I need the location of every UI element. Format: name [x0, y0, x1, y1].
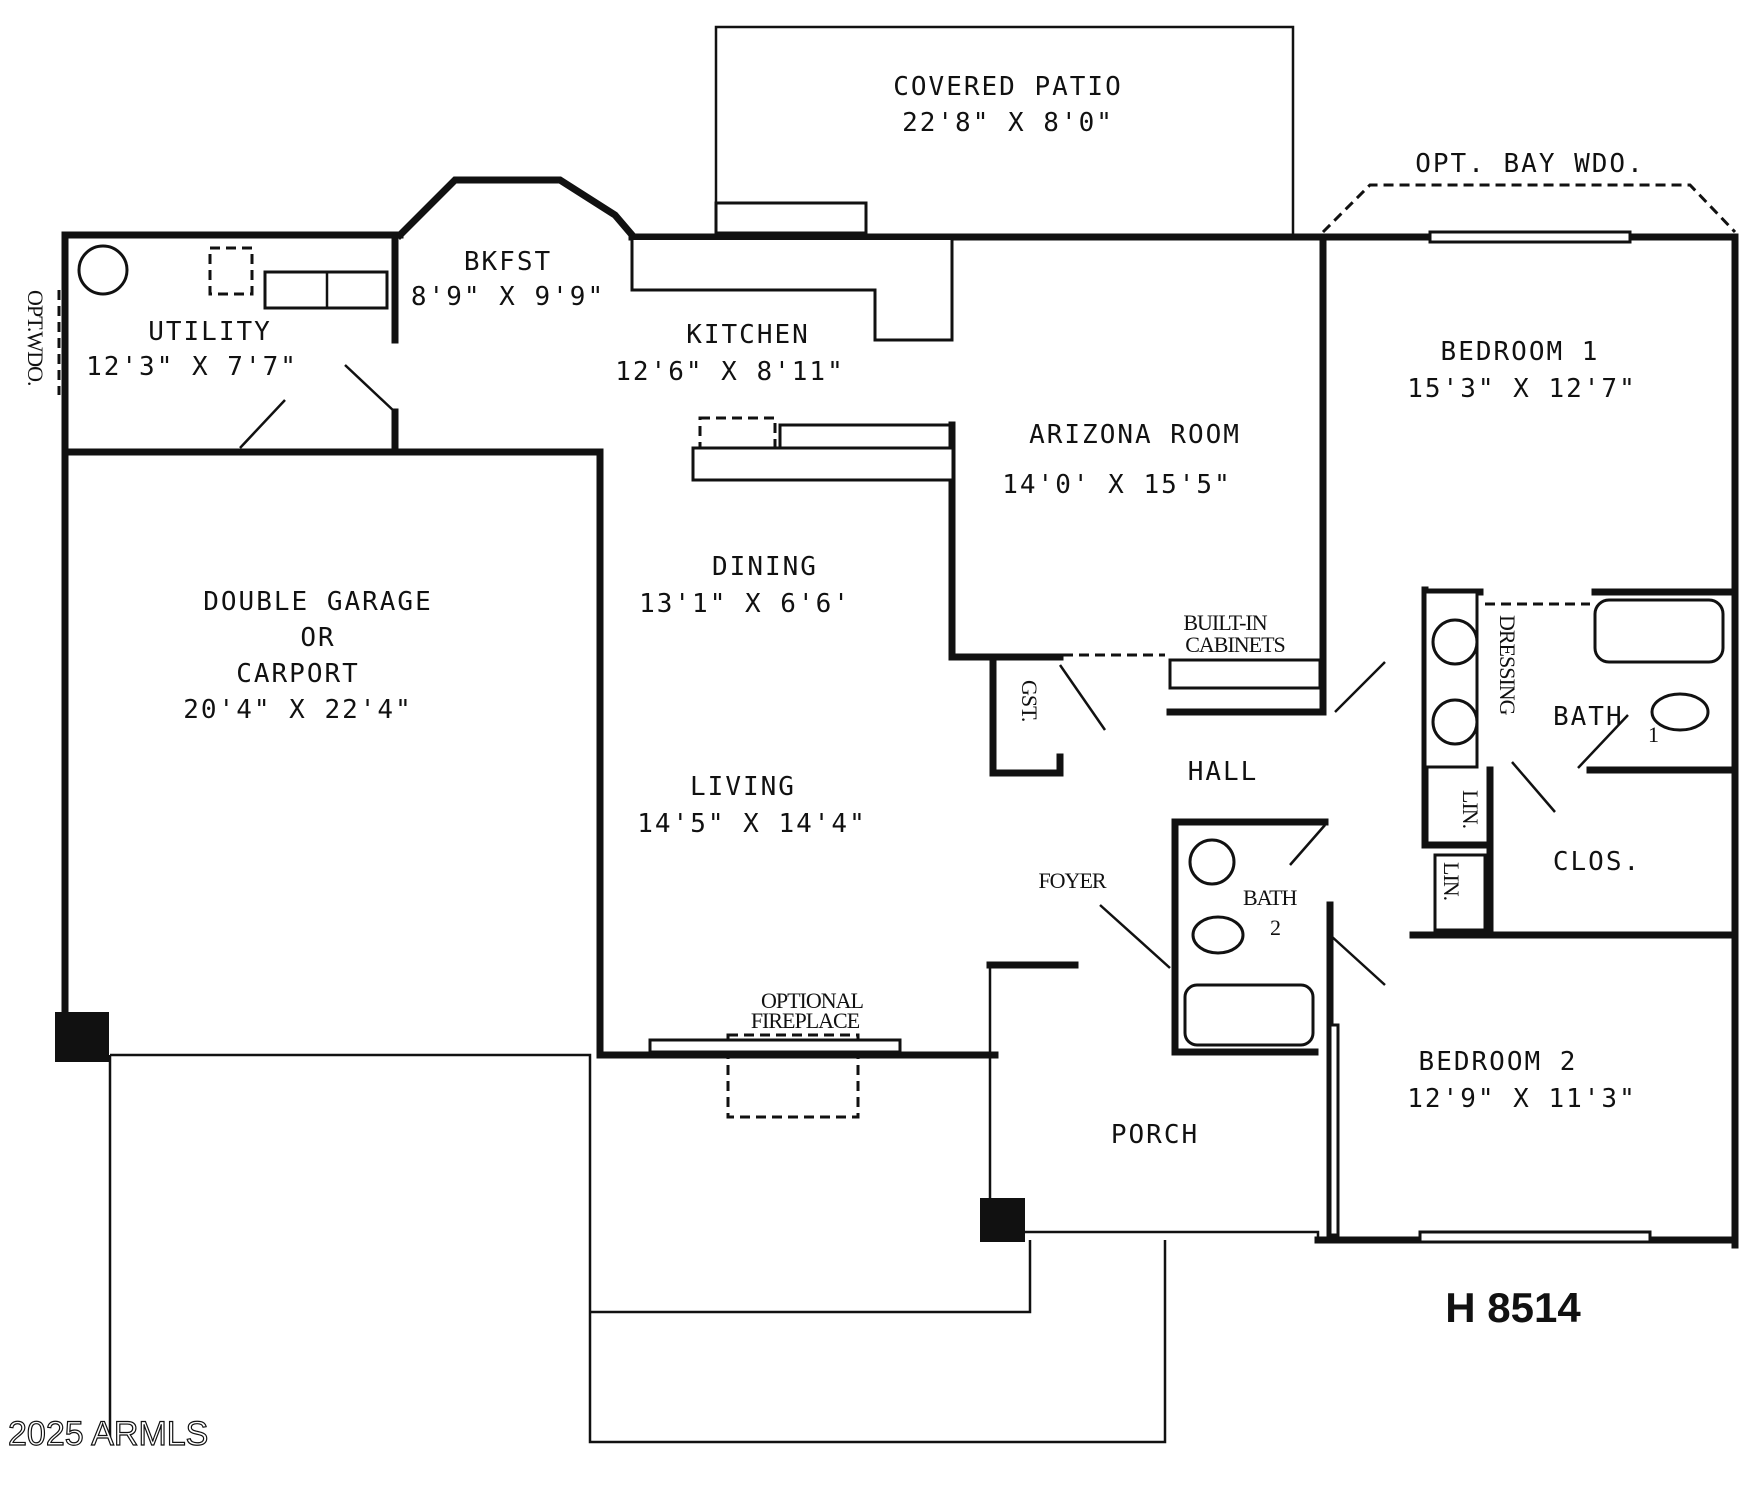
bath2-toilet	[1191, 915, 1245, 955]
covered-patio-label: COVERED PATIO	[893, 72, 1123, 102]
bath2-sink	[1188, 838, 1236, 886]
cabinets-label: CABINETS	[1185, 632, 1285, 657]
kitchen-island	[691, 446, 955, 482]
bath2-label: BATH	[1243, 885, 1298, 910]
bath1-label: BATH	[1553, 702, 1624, 732]
door-swing	[1329, 934, 1386, 986]
bkfst-bay-wall	[395, 176, 637, 240]
bedroom1-label: BEDROOM 1	[1441, 337, 1600, 367]
bath1-sink-a	[1431, 618, 1479, 666]
bedroom1-size: 15'3" X 12'7"	[1407, 374, 1637, 404]
island-upper	[778, 423, 952, 450]
utility-label: UTILITY	[148, 317, 272, 347]
labels: COVERED PATIO 22'8" X 8'0" BKFST 8'9" X …	[7, 72, 1659, 1454]
plan-code: H 8514	[1445, 1284, 1581, 1331]
bedroom1-window	[1428, 230, 1632, 244]
door-swing	[1577, 714, 1629, 769]
bkfst-size: 8'9" X 9'9"	[411, 282, 605, 312]
kitchen-size: 12'6" X 8'11"	[615, 357, 845, 387]
arizona-room-label: ARIZONA ROOM	[1029, 420, 1241, 450]
covered-patio-size: 22'8" X 8'0"	[902, 108, 1114, 138]
living-size: 14'5" X 14'4"	[637, 809, 867, 839]
dining-size: 13'1" X 6'6'	[639, 589, 851, 619]
utility-size: 12'3" X 7'7"	[86, 352, 298, 382]
island-bar	[698, 416, 777, 450]
opt-bay-wdo-label: OPT. BAY WDO.	[1415, 149, 1645, 179]
bath1-sink-b	[1431, 698, 1479, 746]
closet-label: CLOS.	[1553, 847, 1641, 877]
front-walk-inner	[590, 1240, 1032, 1314]
garage-label-line2: OR	[300, 623, 335, 653]
bedroom2-size: 12'9" X 11'3"	[1407, 1084, 1637, 1114]
gst-label: GST.	[1017, 680, 1042, 722]
washer-box	[208, 246, 254, 296]
guest-closet-wall	[989, 659, 1064, 777]
garage-size: 20'4" X 22'4"	[183, 695, 413, 725]
opt-wdo-label: OPT.WDO.	[23, 290, 48, 386]
linen-label-a: LIN.	[1458, 790, 1483, 829]
dining-label: DINING	[712, 552, 818, 582]
bath1-tub	[1593, 598, 1725, 664]
front-window	[648, 1038, 902, 1054]
built-in-label: BUILT-IN	[1183, 610, 1267, 635]
optional-fireplace	[726, 1033, 860, 1119]
kitchen-counter-top	[714, 201, 868, 235]
bath2-number: 2	[1270, 915, 1280, 940]
living-label: LIVING	[690, 772, 796, 802]
bedroom2-window	[1418, 1230, 1652, 1244]
water-heater	[77, 244, 129, 296]
porch-outline	[988, 965, 1320, 1240]
copyright-watermark: 2025 ARMLS	[8, 1415, 208, 1453]
door-swing	[1099, 904, 1171, 969]
bkfst-label: BKFST	[464, 247, 552, 277]
opt-bay-window	[1321, 183, 1737, 234]
bath1-toilet	[1650, 692, 1710, 732]
bedroom2-label: BEDROOM 2	[1419, 1047, 1578, 1077]
garage-post	[55, 1012, 109, 1062]
bath1-number: 1	[1648, 722, 1658, 747]
optional-label: OPTIONAL	[761, 988, 864, 1013]
porch-post	[980, 1198, 1025, 1242]
foyer-label: FOYER	[1038, 868, 1106, 893]
built-in-cabinets	[1168, 658, 1322, 690]
fixtures	[57, 183, 1737, 1244]
porch-label: PORCH	[1111, 1120, 1199, 1150]
fireplace-label: FIREPLACE	[751, 1008, 860, 1033]
arizona-room-size: 14'0' X 15'5"	[1002, 470, 1232, 500]
kitchen-counter-l	[630, 240, 954, 342]
door-swing	[239, 399, 286, 449]
door-swing	[344, 364, 396, 413]
door-swing	[1511, 761, 1556, 813]
garage-label-line3: CARPORT	[236, 659, 360, 689]
door-swing	[1058, 664, 1107, 731]
kitchen-label: KITCHEN	[686, 320, 810, 350]
garage-label-line1: DOUBLE GARAGE	[203, 587, 433, 617]
linen-closet	[1433, 853, 1487, 932]
linen-label-b: LIN.	[1439, 862, 1464, 901]
hall-label: HALL	[1188, 757, 1259, 787]
patio-outline	[714, 25, 1295, 235]
bath2-tub	[1183, 983, 1315, 1047]
dressing-label: DRESSING	[1495, 615, 1520, 716]
door-swing	[1334, 661, 1386, 713]
bath2-wall	[1171, 818, 1329, 1056]
door-swing	[1289, 824, 1326, 866]
bedroom2-closet	[1328, 1023, 1340, 1237]
front-walk-outline	[110, 1053, 1167, 1444]
